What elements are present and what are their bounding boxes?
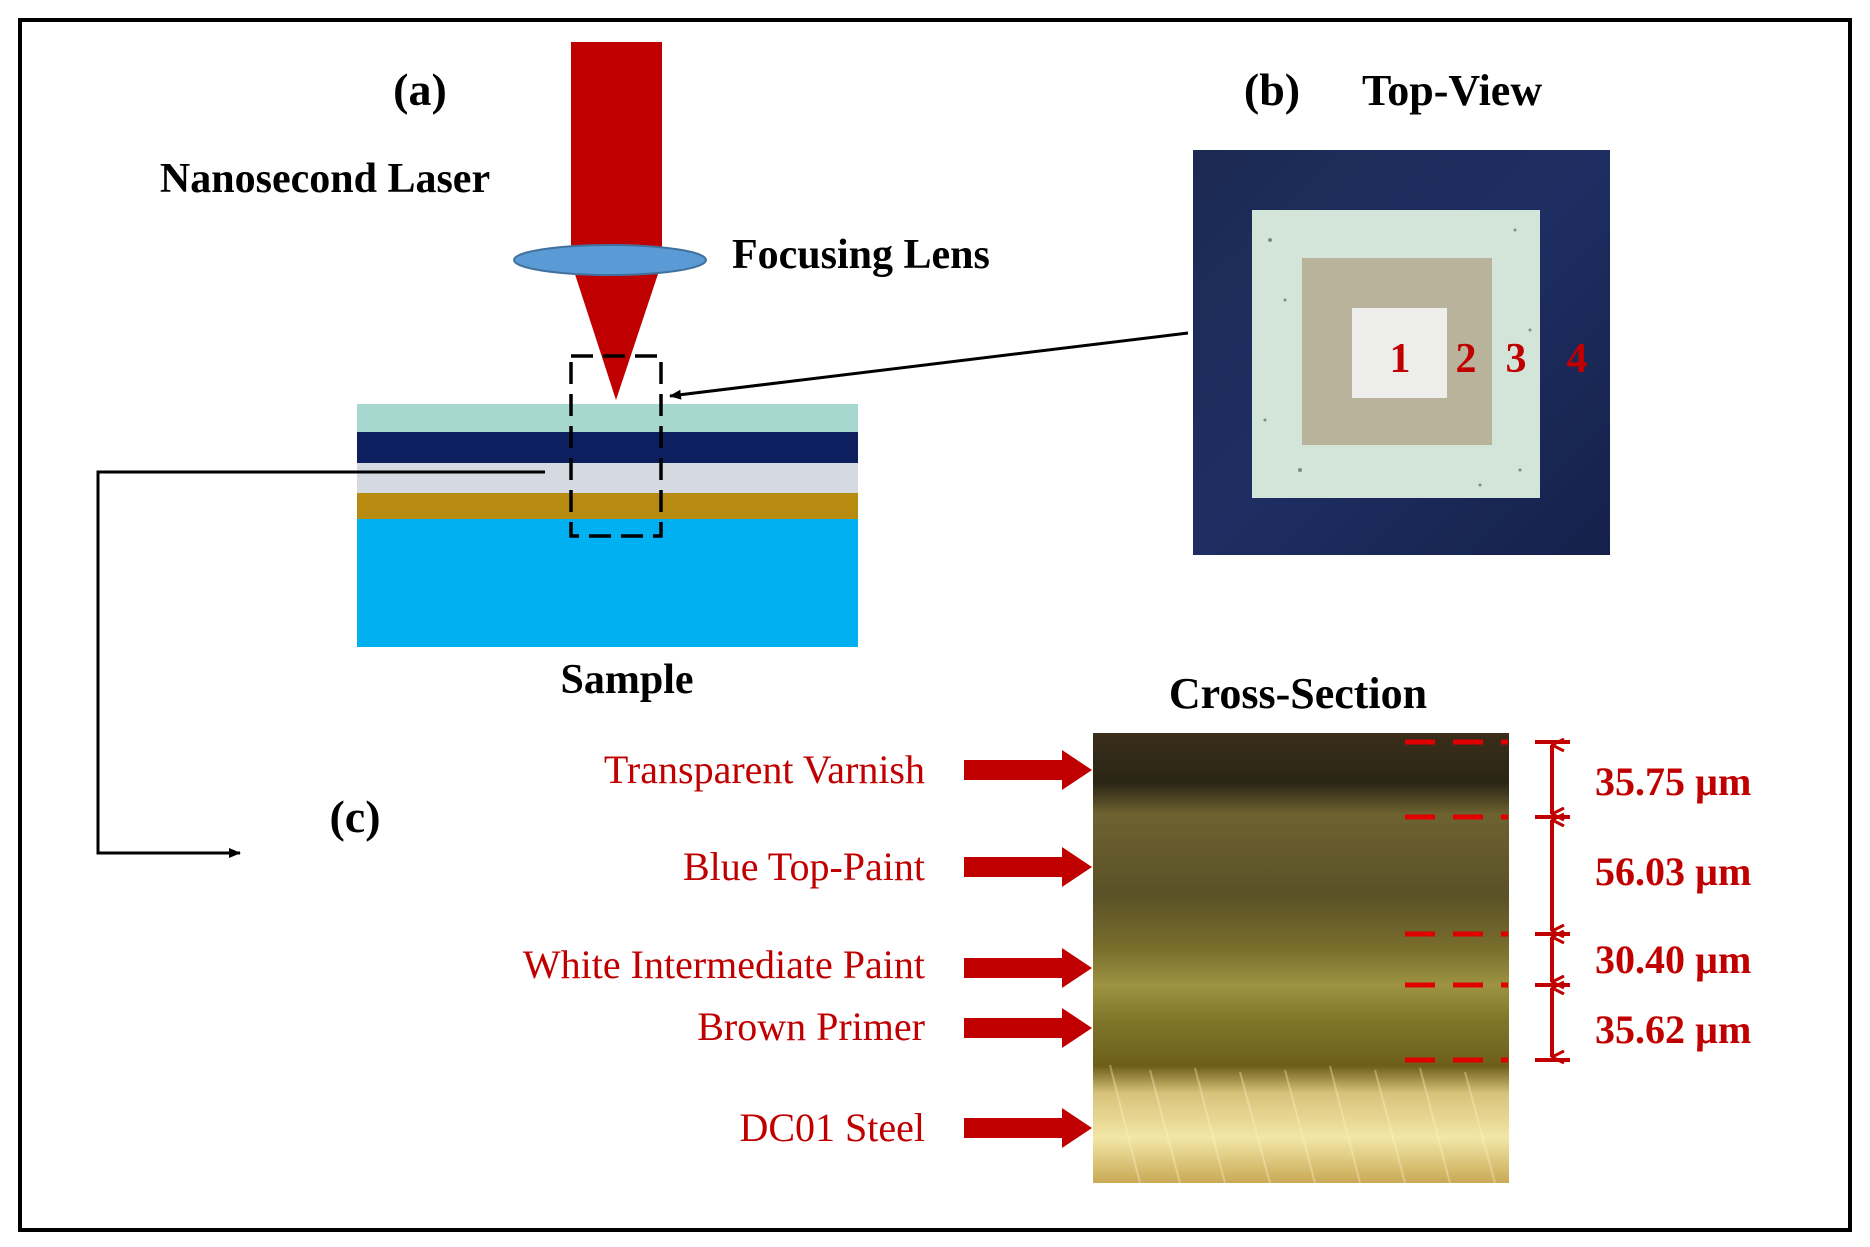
thickness-primer: 35.62 µm [1595, 1007, 1751, 1052]
layer-arrows [964, 750, 1092, 1148]
layer-label-primer: Brown Primer [697, 1004, 925, 1049]
layer-label-steel: DC01 Steel [739, 1105, 925, 1150]
zone-number-3: 3 [1506, 336, 1527, 382]
arrow-blue [964, 847, 1092, 887]
focus-region-box [569, 354, 663, 538]
micrograph-streaks [1109, 1064, 1496, 1184]
layer-label-varnish: Transparent Varnish [604, 747, 925, 792]
arrow-primer [964, 1008, 1092, 1048]
panel-c-label: (c) [329, 791, 380, 842]
top-view-zone-1 [1352, 308, 1447, 398]
layer-label-blue: Blue Top-Paint [683, 844, 925, 889]
panel-a-label: (a) [393, 64, 447, 115]
layer-label-white: White Intermediate Paint [523, 942, 925, 987]
panel-b-label: (b) [1244, 64, 1300, 115]
photo-speckles [1263, 228, 1532, 487]
zone-number-2: 2 [1456, 336, 1477, 382]
laser-beam [571, 42, 662, 400]
sample-label: Sample [560, 657, 693, 703]
top-view-to-focus-arrow [669, 331, 1189, 400]
arrow-steel [964, 1108, 1092, 1148]
sample-blue-layer [357, 432, 858, 463]
zone-number-1: 1 [1390, 336, 1411, 382]
panel-b-title: Top-View [1362, 66, 1542, 115]
arrow-varnish [964, 750, 1092, 790]
sample-white-layer [357, 463, 858, 493]
panel-b: (b) Top-View 1 2 3 4 [1193, 64, 1610, 555]
thickness-blue: 56.03 µm [1595, 849, 1751, 894]
figure-frame [18, 18, 1852, 1232]
cross-section-micrograph [1093, 733, 1509, 1183]
laser-label: Nanosecond Laser [160, 156, 490, 202]
sample-primer-layer [357, 493, 858, 519]
lens-label: Focusing Lens [732, 232, 990, 278]
thickness-varnish: 35.75 µm [1595, 759, 1751, 804]
sample-varnish-layer [357, 404, 858, 432]
zone-number-4: 4 [1567, 336, 1588, 382]
sample-to-cross-section-arrow [96, 470, 545, 858]
layer-boundary-markers [1405, 739, 1508, 1063]
focusing-lens-icon [513, 244, 707, 276]
panel-c-title: Cross-Section [1169, 669, 1427, 718]
sample-steel-substrate [357, 519, 858, 647]
panel-a: (a) Nanosecond Laser Focusing Lens Sampl… [96, 42, 1189, 858]
arrow-white [964, 948, 1092, 988]
panel-c: (c) Cross-Section Transparen [329, 669, 1751, 1184]
thickness-dimension-lines [1535, 742, 1570, 1060]
thickness-white: 30.40 µm [1595, 937, 1751, 982]
